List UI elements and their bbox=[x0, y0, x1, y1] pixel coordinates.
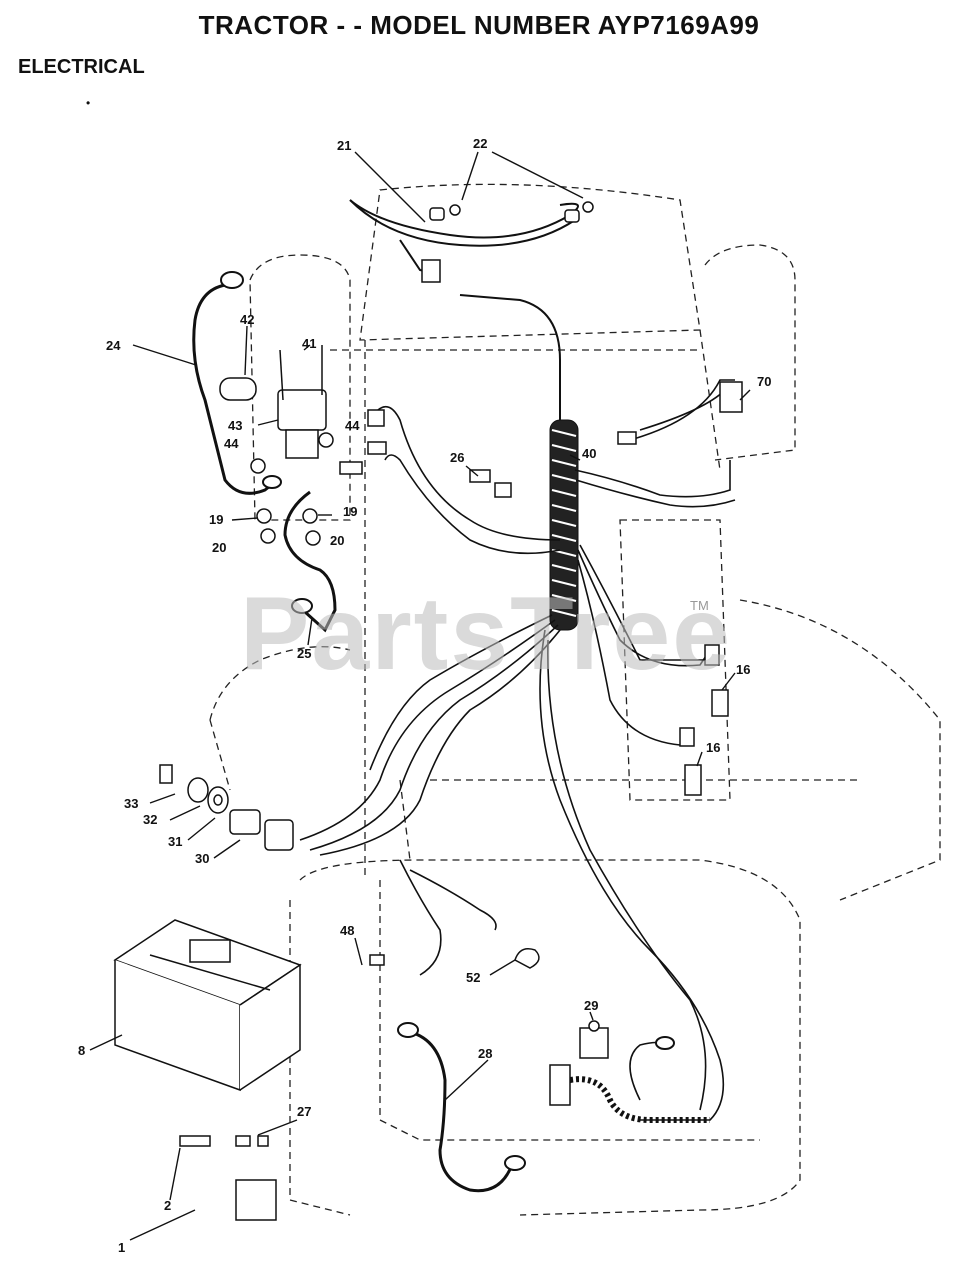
callout-44-left: 44 bbox=[224, 436, 239, 451]
battery-bolt bbox=[179, 1135, 277, 1221]
callout-16-lower: 16 bbox=[706, 740, 720, 755]
starter-solenoid bbox=[219, 345, 387, 546]
bullet-mark: • bbox=[86, 96, 91, 110]
page-title: TRACTOR - - MODEL NUMBER AYP7169A99 bbox=[198, 10, 760, 40]
callout-48: 48 bbox=[340, 923, 354, 938]
ring-terminal-mid bbox=[262, 475, 282, 489]
callout-41: 41 bbox=[302, 336, 316, 351]
callout-19-left: 19 bbox=[209, 512, 223, 527]
callout-70: 70 bbox=[757, 374, 771, 389]
callout-24: 24 bbox=[106, 338, 121, 353]
callout-40: 40 bbox=[582, 446, 596, 461]
seat-harness bbox=[349, 199, 579, 430]
callout-52: 52 bbox=[466, 970, 480, 985]
watermark-trademark: TM bbox=[690, 598, 709, 613]
battery bbox=[113, 919, 302, 1092]
ring-terminal-28b bbox=[504, 1155, 526, 1171]
ground-lead bbox=[629, 1041, 666, 1101]
callout-30: 30 bbox=[195, 851, 209, 866]
callout-8: 8 bbox=[78, 1043, 85, 1058]
ground-cable-24 bbox=[192, 283, 276, 495]
callout-29: 29 bbox=[584, 998, 598, 1013]
callout-labels: 21 22 24 42 41 43 44 44 19 19 20 20 25 2… bbox=[78, 136, 771, 1255]
callout-44-right: 44 bbox=[345, 418, 360, 433]
callout-20-left: 20 bbox=[212, 540, 226, 555]
section-label: ELECTRICAL bbox=[18, 56, 145, 78]
ring-terminal-top bbox=[220, 271, 244, 289]
callout-43: 43 bbox=[228, 418, 242, 433]
ring-terminal-28a bbox=[397, 1022, 419, 1038]
callout-25: 25 bbox=[297, 646, 311, 661]
battery-cable-28 bbox=[409, 1030, 514, 1193]
tractor-outline bbox=[209, 183, 941, 1216]
callout-33: 33 bbox=[124, 796, 138, 811]
ring-terminal-29 bbox=[655, 1036, 675, 1050]
callout-32: 32 bbox=[143, 812, 157, 827]
callout-2: 2 bbox=[164, 1198, 171, 1213]
callout-28: 28 bbox=[478, 1046, 492, 1061]
watermark: PartsTree bbox=[240, 576, 733, 692]
seat-harness-connector bbox=[421, 201, 594, 283]
misc-parts bbox=[369, 948, 540, 969]
ring-terminal-25 bbox=[291, 598, 313, 614]
coiled-cable bbox=[569, 1076, 710, 1123]
callout-22: 22 bbox=[473, 136, 487, 151]
ignition-switch bbox=[159, 764, 261, 835]
main-harness-coil bbox=[549, 419, 579, 631]
callout-20-right: 20 bbox=[330, 533, 344, 548]
cable-25 bbox=[283, 490, 337, 633]
callout-31: 31 bbox=[168, 834, 182, 849]
harness-branches bbox=[299, 379, 736, 1121]
callout-42: 42 bbox=[240, 312, 254, 327]
callout-1: 1 bbox=[118, 1240, 125, 1255]
harness-connectors bbox=[264, 381, 743, 851]
callout-21: 21 bbox=[337, 138, 351, 153]
callout-16-upper: 16 bbox=[736, 662, 750, 677]
leader-lines bbox=[89, 151, 751, 1241]
callout-19-right: 19 bbox=[343, 504, 357, 519]
starter-relay bbox=[549, 1020, 609, 1106]
callout-26: 26 bbox=[450, 450, 464, 465]
callout-27: 27 bbox=[297, 1104, 311, 1119]
